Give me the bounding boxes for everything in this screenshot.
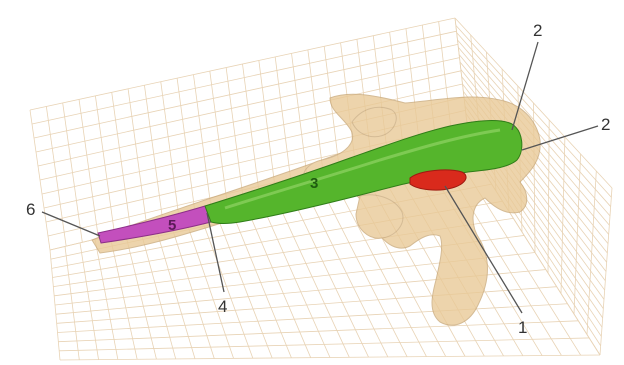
callout-line-6 (42, 212, 100, 236)
grid-line (30, 18, 455, 110)
grid-line (58, 304, 568, 333)
grid-line (60, 355, 600, 360)
callout-label-2a: 2 (533, 21, 542, 40)
grid-line (58, 321, 578, 342)
segment-label-5: 5 (168, 217, 176, 234)
segment-label-3: 3 (310, 175, 318, 192)
callout-label-4: 4 (218, 297, 227, 316)
grid-line (59, 338, 589, 351)
callout-label-6: 6 (26, 200, 35, 219)
callout-label-1: 1 (518, 318, 527, 337)
callout-label-2b: 2 (601, 115, 610, 134)
